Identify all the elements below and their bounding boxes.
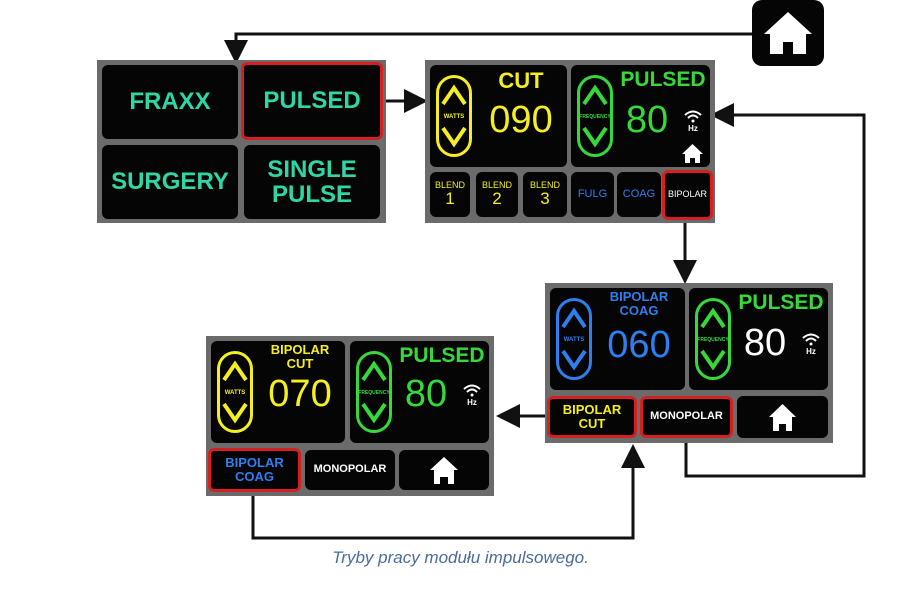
monopolar-label: MONOPOLAR (313, 463, 387, 476)
blend-number: 3 (540, 189, 550, 209)
fraxx-button[interactable]: FRAXX (102, 65, 238, 139)
bipolar-coag-button[interactable]: BIPOLAR COAG (208, 448, 301, 492)
frequency-label: FREQUENCY (579, 114, 611, 120)
wifi-icon (462, 383, 482, 405)
bipolar-coag-watts-box: WATTS BIPOLAR COAG 060 (550, 288, 685, 390)
bipolar-cut-button[interactable]: BIPOLAR CUT (547, 396, 637, 438)
cut-home-button[interactable] (675, 140, 710, 167)
monopolar-button[interactable]: MONOPOLAR (305, 450, 395, 490)
watts-label: WATTS (443, 114, 465, 120)
single-pulse-label: SINGLE PULSE (267, 155, 357, 208)
coag-label: COAG (622, 187, 656, 200)
monopolar-button[interactable]: MONOPOLAR (640, 396, 733, 438)
down-arrow-icon[interactable] (698, 345, 728, 375)
pulsed-title: PULSED (399, 344, 485, 367)
figure-caption: Tryby pracy modułu impulsowego. (332, 548, 589, 567)
watts-stepper[interactable]: WATTS (436, 75, 472, 157)
blend-label: BLEND (481, 179, 512, 190)
frequency-stepper[interactable]: FREQUENCY (356, 351, 392, 433)
wifi-icon (683, 109, 703, 131)
up-arrow-icon[interactable] (698, 303, 728, 333)
bipolar-cut-home-button[interactable] (399, 450, 489, 490)
hz-label: Hz (688, 124, 698, 133)
bipolar-label: BIPOLAR (667, 189, 707, 200)
blend-label: BLEND (434, 179, 465, 190)
blend-2-button[interactable]: BLEND 2 (476, 172, 518, 217)
frequency-stepper[interactable]: FREQUENCY (695, 298, 731, 380)
coag-button[interactable]: COAG (617, 172, 661, 217)
blend-1-button[interactable]: BLEND 1 (430, 172, 470, 217)
surgery-button[interactable]: SURGERY (102, 145, 238, 219)
fraxx-label: FRAXX (129, 88, 211, 116)
blend-number: 2 (492, 189, 502, 209)
single-pulse-button[interactable]: SINGLE PULSE (244, 145, 380, 219)
fulg-button[interactable]: FULG (571, 172, 614, 217)
watts-label: WATTS (224, 390, 246, 396)
down-arrow-icon[interactable] (220, 398, 250, 428)
up-arrow-icon[interactable] (359, 356, 389, 386)
freq-value: 80 (625, 99, 669, 141)
pulsed-label: PULSED (263, 87, 361, 115)
bipolar-coag-freq-box: FREQUENCY PULSED 80 Hz (689, 288, 828, 390)
bipolar-button[interactable]: BIPOLAR (662, 170, 713, 220)
bipolar-coag-watts-value: 060 (607, 324, 671, 366)
home-icon (682, 144, 703, 163)
home-icon (430, 457, 458, 484)
freq-value: 80 (743, 322, 787, 364)
down-arrow-icon[interactable] (580, 122, 610, 152)
pulsed-button[interactable]: PULSED (241, 62, 383, 140)
blend-label: BLEND (529, 179, 560, 190)
down-arrow-icon[interactable] (559, 345, 589, 375)
frequency-label: FREQUENCY (358, 390, 390, 396)
hz-label: Hz (467, 398, 477, 407)
watts-stepper[interactable]: WATTS (556, 298, 592, 380)
frequency-stepper[interactable]: FREQUENCY (577, 75, 613, 157)
up-arrow-icon[interactable] (559, 303, 589, 333)
bipolar-coag-home-button[interactable] (737, 396, 828, 438)
freq-value: 80 (404, 373, 448, 415)
blend-number: 1 (445, 189, 455, 209)
monopolar-label: MONOPOLAR (650, 410, 723, 423)
cut-watts-box: WATTS CUT 090 (430, 65, 567, 167)
bipolar-cut-watts-box: WATTS BIPOLAR CUT 070 (211, 341, 345, 443)
up-arrow-icon[interactable] (439, 80, 469, 110)
cut-title: CUT (498, 68, 544, 93)
home-icon (769, 404, 796, 431)
watts-label: WATTS (563, 337, 585, 343)
frequency-label: FREQUENCY (697, 337, 729, 343)
home-button-top[interactable] (752, 0, 824, 66)
bipolar-cut-label: BIPOLAR CUT (562, 402, 622, 431)
wifi-icon (801, 332, 821, 354)
blend-3-button[interactable]: BLEND 3 (523, 172, 567, 217)
cut-watts-value: 090 (489, 99, 553, 141)
fulg-label: FULG (577, 187, 608, 200)
up-arrow-icon[interactable] (220, 356, 250, 386)
up-arrow-icon[interactable] (580, 80, 610, 110)
bipolar-coag-label: BIPOLAR COAG (225, 455, 284, 484)
hz-label: Hz (806, 347, 816, 356)
home-icon (764, 12, 812, 54)
pulsed-title: PULSED (620, 68, 706, 91)
watts-stepper[interactable]: WATTS (217, 351, 253, 433)
arrow-home-to-pulsed (224, 32, 752, 64)
down-arrow-icon[interactable] (359, 398, 389, 428)
bipolar-cut-title: BIPOLAR CUT (270, 342, 330, 371)
down-arrow-icon[interactable] (439, 122, 469, 152)
bipolar-coag-title: BIPOLAR COAG (609, 289, 669, 318)
pulsed-title: PULSED (738, 291, 824, 314)
bipolar-cut-freq-box: FREQUENCY PULSED 80 Hz (350, 341, 489, 443)
bipolar-cut-watts-value: 070 (268, 373, 332, 415)
surgery-label: SURGERY (111, 168, 229, 196)
